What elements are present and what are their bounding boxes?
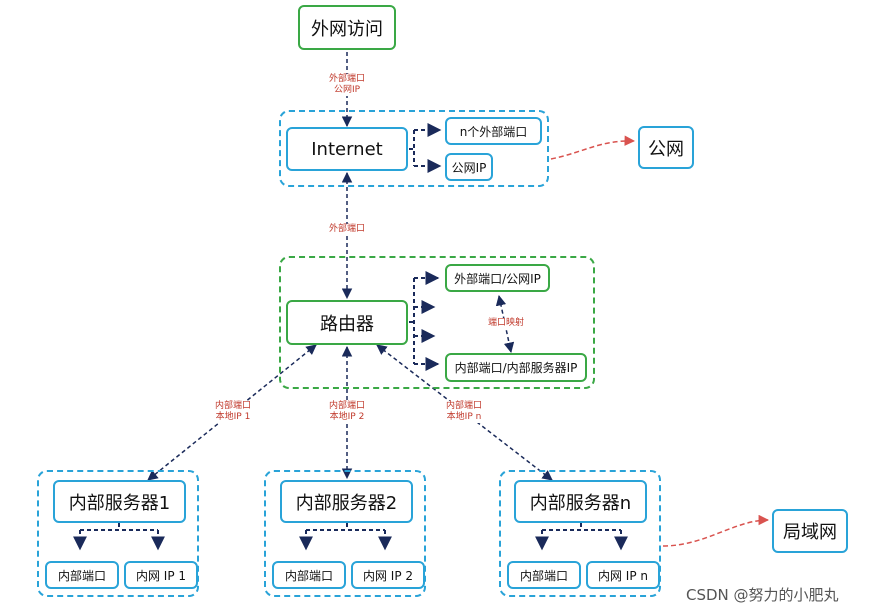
router-node: 路由器	[286, 300, 408, 345]
fork-server-n	[542, 523, 621, 531]
n-external-ports-node: n个外部端口	[445, 117, 542, 145]
external-access-node: 外网访问	[298, 5, 396, 50]
server-n-group	[499, 470, 661, 597]
fork-server-1	[80, 523, 158, 531]
fork-server-2	[306, 523, 385, 531]
internal-port-server-ip-node: 内部端口/内部服务器IP	[445, 353, 587, 382]
server-n-internal-port-node: 内部端口	[507, 561, 581, 589]
edge-label-internet-router: 外部端口	[325, 224, 369, 235]
router-group	[279, 256, 595, 389]
public-ip-node: 公网IP	[445, 153, 493, 181]
server-n-node: 内部服务器n	[514, 480, 647, 523]
edge-label-server-n: 内部端口 本地IP n	[442, 401, 486, 423]
arrow-to-public-network	[550, 135, 636, 160]
server-2-lan-ip-node: 内网 IP 2	[351, 561, 425, 589]
edge-label-top: 外部端口 公网IP	[327, 74, 367, 96]
arrow-to-lan	[662, 514, 770, 547]
edge-label-server-1: 内部端口 本地IP 1	[211, 401, 255, 423]
server-2-node: 内部服务器2	[280, 480, 413, 523]
internet-group	[279, 110, 549, 187]
server-1-group	[37, 470, 199, 597]
lan-node: 局域网	[772, 509, 848, 553]
watermark: CSDN @努力的小肥丸	[686, 586, 839, 604]
server-1-lan-ip-node: 内网 IP 1	[124, 561, 198, 589]
edge-label-server-2: 内部端口 本地IP 2	[325, 401, 369, 423]
arrow-router-server-n	[376, 344, 553, 481]
server-n-lan-ip-node: 内网 IP n	[586, 561, 660, 589]
server-1-internal-port-node: 内部端口	[45, 561, 119, 589]
internet-node: Internet	[286, 127, 408, 171]
server-1-node: 内部服务器1	[53, 480, 186, 523]
server-2-internal-port-node: 内部端口	[272, 561, 346, 589]
bracket-internet	[409, 130, 415, 166]
public-network-node: 公网	[638, 126, 694, 169]
external-port-public-ip-node: 外部端口/公网IP	[445, 264, 550, 292]
edge-label-port-mapping: 端口映射	[486, 318, 526, 329]
server-2-group	[264, 470, 426, 597]
